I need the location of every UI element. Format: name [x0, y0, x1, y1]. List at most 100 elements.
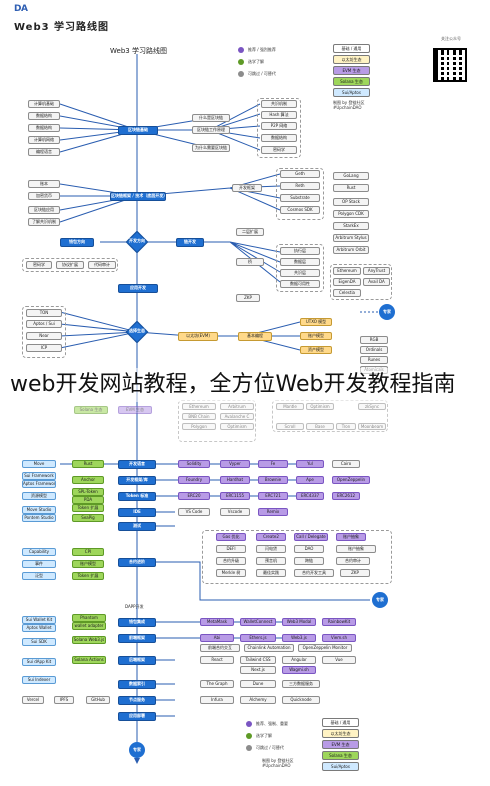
node-zkp-2[interactable]: ZKP [340, 569, 370, 577]
node-infura[interactable]: Infura [200, 696, 234, 704]
node-contract-upgrade[interactable]: 合约升级 [216, 557, 246, 565]
node-ton[interactable]: TON [26, 309, 62, 317]
core-node-blockchain-basics[interactable]: 区块链基础 [118, 126, 158, 135]
node-how-blockchain-works[interactable]: 区块链工作原理 [192, 126, 230, 134]
node-sui-dapp-kit[interactable]: Sui dApp Kit [22, 658, 56, 666]
node-metamask[interactable]: MetaMask [200, 618, 234, 626]
node-rust[interactable]: Rust [333, 184, 369, 192]
node-vyper[interactable]: Vyper [220, 460, 250, 468]
node-runes[interactable]: Runes [360, 356, 388, 364]
node-erc4337[interactable]: ERC4337 [296, 492, 324, 500]
node-merkle-tree[interactable]: Merkle 树 [216, 569, 246, 577]
expert-node-2[interactable]: 专家 [372, 592, 388, 608]
node-abi[interactable]: Abi [200, 634, 234, 642]
node-fe[interactable]: Fe [258, 460, 288, 468]
node-ordinals[interactable]: Ordinals [360, 346, 388, 354]
node-substrate[interactable]: Substrate [280, 194, 320, 202]
node-seapig[interactable]: SeaPig [72, 514, 104, 522]
node-sui-indexer[interactable]: Sui Indexer [22, 676, 56, 684]
node-data-structures[interactable]: 数据结构 [28, 112, 60, 120]
node-yul[interactable]: Yul [296, 460, 324, 468]
node-capability[interactable]: Capability [22, 548, 56, 556]
node-wallet-adapter[interactable]: wallet adapter [72, 622, 106, 630]
node-consensus-layer[interactable]: 共识层 [280, 269, 320, 277]
core-node-framework-lib[interactable]: 开发框架/库 [118, 476, 156, 485]
node-chain-arbitrum[interactable]: Arbitrum [220, 403, 254, 410]
node-hash[interactable]: Hash 算法 [261, 111, 297, 119]
node-celestia[interactable]: Celestia [333, 289, 361, 297]
node-cpi[interactable]: CPI [72, 548, 104, 556]
node-call-delegate[interactable]: Call / Delegate [294, 533, 328, 541]
node-tailwind[interactable]: Tailwind CSS [240, 656, 276, 664]
node-viem[interactable]: Viem.sh [322, 634, 356, 642]
node-reth[interactable]: Reth [280, 182, 320, 190]
core-node-language[interactable]: 开发语言 [118, 460, 156, 469]
node-layer2[interactable]: 二层扩展 [236, 228, 264, 236]
node-move-studio[interactable]: Move Studio [22, 506, 56, 514]
node-token-ext[interactable]: Token 扩展 [72, 504, 104, 512]
node-utxo[interactable]: UTXO 模型 [300, 318, 332, 326]
node-contract-dev-tools[interactable]: 合约开发工具 [294, 569, 334, 577]
core-node-ide[interactable]: IDE [118, 508, 156, 517]
node-solana-ecosystem[interactable]: Solana 生态 [74, 406, 108, 414]
node-best-practices[interactable]: 最佳实践 [256, 569, 286, 577]
core-node-chain-dev[interactable]: 链开发 [176, 238, 204, 247]
node-op-stack[interactable]: OP Stack [333, 198, 369, 206]
node-oracle[interactable]: 预言机 [256, 557, 286, 565]
node-ethers-js[interactable]: Ethers.js [240, 634, 276, 642]
node-erc20[interactable]: ERC20 [178, 492, 210, 500]
node-openzeppelin[interactable]: OpenZeppelin [332, 476, 370, 484]
node-chain-optimism-2[interactable]: Optimism [306, 403, 334, 410]
node-chain-optimism[interactable]: Optimism [220, 423, 254, 430]
node-tag-protocol[interactable]: 协议扩展 [56, 261, 84, 269]
core-node-wallet-direction[interactable]: 钱包方向 [60, 238, 94, 247]
node-solana-actions[interactable]: Solana Actions [72, 656, 106, 664]
node-account-abstraction-2[interactable]: 账户抽象 [336, 545, 376, 553]
node-rainbowkit[interactable]: RainbowKit [322, 618, 356, 626]
core-node-data-indexing[interactable]: 数据索引 [118, 680, 156, 689]
node-ledger[interactable]: 账本 [28, 180, 60, 188]
node-chain-mantle[interactable]: Mantle [276, 403, 304, 410]
node-phantom[interactable]: Phantom [72, 614, 106, 622]
core-node-token-standard[interactable]: Token 标准 [118, 492, 156, 501]
node-data-struct[interactable]: 数据结构 [261, 134, 297, 142]
node-events[interactable]: 事件 [22, 560, 56, 568]
node-alchemy[interactable]: Alchemy [240, 696, 276, 704]
expert-node-1[interactable]: 专家 [379, 304, 395, 320]
node-starkex[interactable]: StarkEx [333, 222, 369, 230]
node-foundry[interactable]: Foundry [178, 476, 210, 484]
node-tag-cryptography[interactable]: 密码学 [26, 261, 52, 269]
node-github[interactable]: GitHub [86, 696, 110, 704]
node-avail-da[interactable]: Avail DA [363, 278, 390, 286]
core-node-frontend-framework[interactable]: 前端框架 [118, 634, 156, 643]
node-vscode-2[interactable]: Vscode [220, 508, 250, 516]
node-data-availability[interactable]: 数据可用性 [280, 280, 320, 288]
node-what-is-blockchain[interactable]: 什么是区块链 [192, 114, 230, 122]
node-chain-polygon[interactable]: Polygon [182, 423, 216, 430]
node-why-blockchain[interactable]: 为什么需要区块链 [192, 144, 230, 152]
node-erc721[interactable]: ERC721 [258, 492, 288, 500]
core-node-backend-framework[interactable]: 后端框架 [118, 656, 156, 665]
node-openzeppelin-monitor[interactable]: OpenZeppelin Monitor [298, 644, 352, 652]
node-golang[interactable]: GoLang [333, 172, 369, 180]
node-basic-programming[interactable]: 基本编程 [238, 332, 272, 341]
node-react[interactable]: React [200, 656, 234, 664]
core-node-app-deploy[interactable]: 应用部署 [118, 712, 156, 721]
node-vue[interactable]: Vue [322, 656, 356, 664]
node-defi[interactable]: DEFI [216, 545, 246, 553]
node-web3-js[interactable]: Web3.js [282, 634, 316, 642]
node-wagmi[interactable]: Wagmi.sh [282, 666, 316, 674]
node-p2p[interactable]: P2P 网络 [261, 122, 297, 130]
node-dao[interactable]: DAO [294, 545, 324, 553]
node-ethereum[interactable]: Ethereum [333, 267, 361, 275]
node-execution-layer[interactable]: 执行层 [280, 247, 320, 255]
node-remix[interactable]: Remix [258, 508, 288, 516]
node-programming-language[interactable]: 编程语言 [28, 148, 60, 156]
node-solana-web3js[interactable]: Solana Web3.js [72, 636, 106, 644]
node-geth[interactable]: Geth [280, 170, 320, 178]
node-resource-model[interactable]: 资源模型 [22, 492, 56, 500]
node-chain-base[interactable]: Base [306, 423, 334, 430]
node-data-layer[interactable]: 数据层 [280, 258, 320, 266]
node-chain-ethereum[interactable]: Ethereum [182, 403, 216, 410]
node-blockchain-apps[interactable]: 区块链应用 [28, 206, 60, 214]
